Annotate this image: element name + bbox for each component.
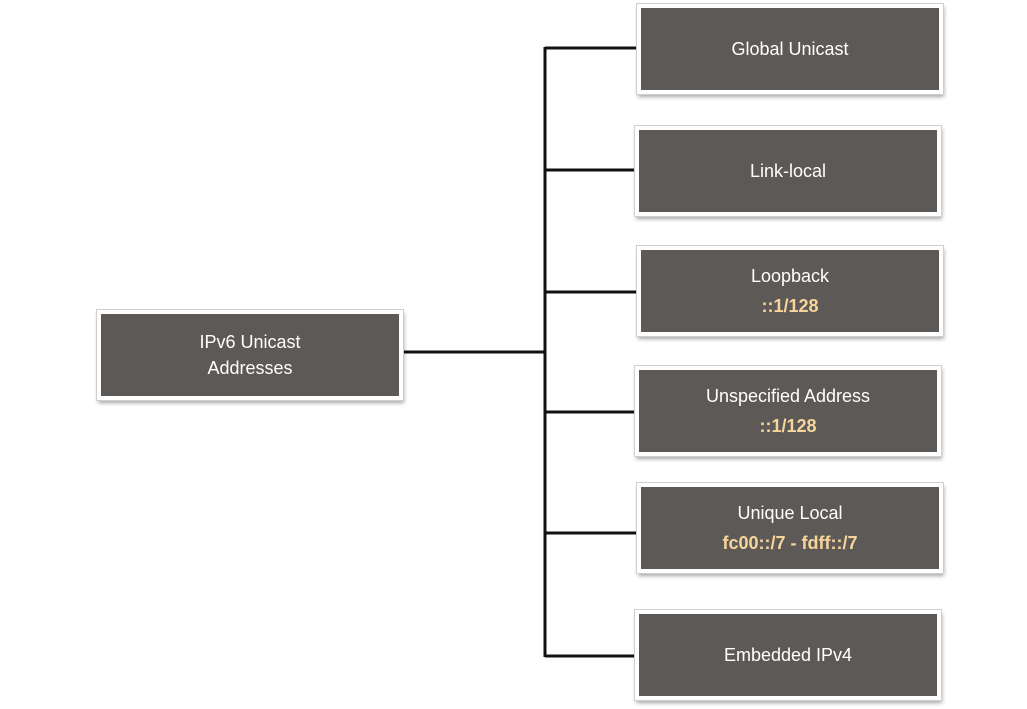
node-label: Embedded IPv4 [723,645,853,665]
node-range: ::1/128 [759,416,817,436]
node-unspecified-address: Unspecified Address ::1/128 [635,366,941,456]
root-label-line1: IPv6 Unicast [199,332,301,352]
root-node-ipv6-unicast-addresses: IPv6 Unicast Addresses [97,310,403,400]
node-label: Unique Local [737,503,843,523]
node-label: Link-local [749,161,827,181]
node-global-unicast: Global Unicast [637,4,943,94]
node-range: fc00::/7 - fdff::/7 [722,533,858,553]
node-label: Unspecified Address [705,386,871,406]
node-unique-local: Unique Local fc00::/7 - fdff::/7 [637,483,943,573]
node-link-local: Link-local [635,126,941,216]
root-label-line2: Addresses [207,358,293,378]
node-embedded-ipv4: Embedded IPv4 [635,610,941,700]
node-label: Global Unicast [731,39,849,59]
node-label: Loopback [750,266,830,286]
node-loopback: Loopback ::1/128 [637,246,943,336]
node-range: ::1/128 [761,296,819,316]
